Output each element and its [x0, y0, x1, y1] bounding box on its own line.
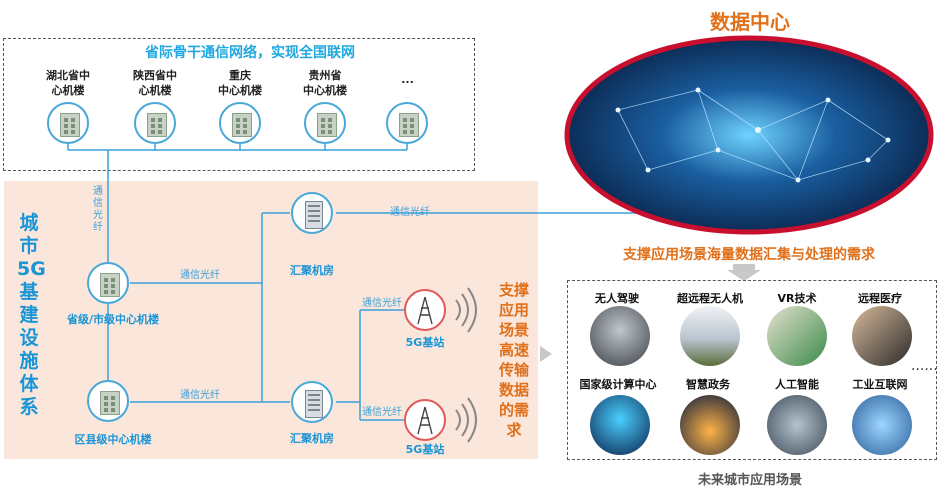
app-label: 远程医疗: [858, 292, 902, 305]
building-icon: [304, 102, 346, 144]
cell-tower-icon: [404, 399, 446, 441]
vr-image: [767, 306, 827, 366]
datacenter-image: [564, 35, 934, 235]
building-icon: [87, 262, 129, 304]
applications-footer: 未来城市应用场景: [697, 473, 802, 488]
node-more-label: ...: [401, 73, 414, 86]
building-icon: [219, 102, 261, 144]
app-label: 超远程无人机: [677, 292, 743, 305]
autonomous-car-image: [590, 306, 650, 366]
city-5g-title: 城市5G基建设施体系: [17, 212, 46, 418]
more-apps-ellipsis: ......: [911, 358, 938, 374]
fiber-label-vertical: 通信光纤: [93, 186, 103, 233]
server-rack-icon: [291, 192, 333, 234]
building-icon: [87, 380, 129, 422]
fiber-label: 通信光纤: [180, 270, 220, 281]
fiber-label: 通信光纤: [362, 298, 402, 309]
aggregation-room-top-label: 汇聚机房: [290, 264, 334, 277]
base-station-bottom-label: 5G基站: [405, 443, 445, 456]
backbone-title: 省际骨干通信网络，实现全国联网: [145, 45, 355, 61]
drone-image: [680, 306, 740, 366]
smart-government-image: [680, 395, 740, 455]
node-chongqing-label: 重庆 中心机楼: [218, 69, 262, 97]
node-hubei-label: 湖北省中 心机楼: [46, 69, 90, 97]
ai-image: [767, 395, 827, 455]
building-icon: [386, 102, 428, 144]
applications-box: [567, 280, 937, 460]
backbone-network-box: [3, 38, 475, 171]
node-guizhou-label: 贵州省 中心机楼: [303, 69, 347, 97]
transport-support-text: 支撑应用场景高速传输数据的需求: [498, 281, 529, 439]
fiber-label: 通信光纤: [390, 207, 430, 218]
app-label: 工业互联网: [852, 378, 908, 391]
fiber-label: 通信光纤: [362, 407, 402, 418]
base-station-top-label: 5G基站: [405, 336, 445, 349]
building-icon: [47, 102, 89, 144]
datacenter-title: 数据中心: [710, 10, 790, 34]
provincial-node-label: 省级/市级中心机楼: [66, 313, 160, 326]
app-label: 无人驾驶: [595, 292, 639, 305]
fiber-label: 通信光纤: [180, 390, 220, 401]
cell-tower-icon: [404, 289, 446, 331]
app-label: 国家级计算中心: [579, 378, 657, 391]
app-label: VR技术: [777, 292, 817, 305]
app-label: 人工智能: [775, 378, 819, 391]
app-label: 智慧政务: [686, 378, 730, 391]
computing-center-image: [590, 395, 650, 455]
district-node-label: 区县级中心机楼: [74, 433, 152, 446]
node-shaanxi-label: 陕西省中 心机楼: [133, 69, 177, 97]
building-icon: [134, 102, 176, 144]
industrial-internet-image: [852, 395, 912, 455]
telemedicine-image: [852, 306, 912, 366]
datacenter-support-text: 支撑应用场景海量数据汇集与处理的需求: [623, 247, 875, 263]
server-rack-icon: [291, 381, 333, 423]
aggregation-room-bottom-label: 汇聚机房: [290, 432, 334, 445]
